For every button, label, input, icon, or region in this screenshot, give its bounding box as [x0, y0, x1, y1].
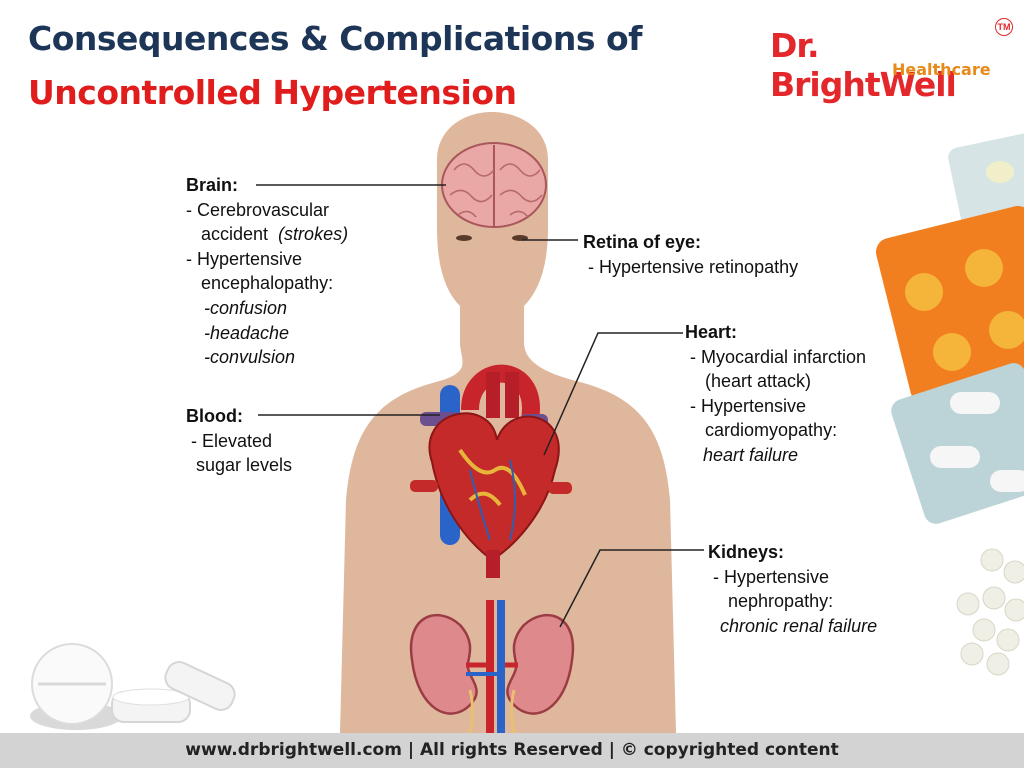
- logo-tagline: Healthcare: [892, 60, 991, 79]
- footer-bar: www.drbrightwell.com | All rights Reserv…: [0, 733, 1024, 768]
- tablets: [30, 643, 236, 730]
- pill-blister-packs: [875, 132, 1024, 524]
- trademark-icon: TM: [995, 18, 1013, 36]
- brain-heading: Brain:: [186, 175, 239, 195]
- left-eye-icon: [456, 235, 472, 241]
- brain-line-2-text: accident: [186, 224, 279, 245]
- heart-line-3: - Hypertensive: [685, 395, 807, 416]
- loose-pills: [956, 548, 1024, 676]
- brain-line-2: accident (strokes): [186, 222, 348, 247]
- brain-line-2-italic: (strokes): [278, 224, 349, 245]
- brain-line-3: - Hypertensive: [186, 248, 303, 269]
- retina-line-1: - Hypertensive retinopathy: [583, 256, 799, 277]
- brain-illustration: [441, 142, 547, 228]
- title-line-2: Uncontrolled Hypertension: [28, 73, 517, 112]
- kidneys-line-2: nephropathy:: [708, 591, 834, 612]
- brain-line-5: -confusion: [204, 297, 288, 318]
- heart-line-4: cardiomyopathy:: [685, 420, 838, 441]
- kidneys-line-3: chronic renal failure: [720, 615, 878, 636]
- kidneys-line-1: - Hypertensive: [708, 566, 830, 587]
- leader-lines: [256, 184, 704, 628]
- blood-heading: Blood:: [186, 406, 243, 426]
- heart-heading: Heart:: [685, 322, 738, 342]
- kidneys-illustration: [409, 600, 575, 734]
- heart-line-1: - Myocardial infarction: [685, 346, 867, 367]
- blood-label: Blood: - Elevated sugar levels: [186, 404, 292, 478]
- kidneys-label: Kidneys: - Hypertensive nephropathy: chr…: [708, 540, 877, 638]
- brain-line-4: encephalopathy:: [186, 273, 334, 294]
- brain-line-7: -convulsion: [204, 347, 296, 368]
- retina-label: Retina of eye: - Hypertensive retinopath…: [583, 230, 798, 279]
- heart-line-2: (heart attack): [685, 371, 812, 392]
- blood-line-1: - Elevated: [186, 430, 273, 451]
- logo-brand-text: Dr. BrightWell: [770, 26, 957, 104]
- brain-line-1: - Cerebrovascular: [186, 199, 330, 220]
- footer-text: www.drbrightwell.com | All rights Reserv…: [185, 740, 839, 760]
- title-line-1: Consequences & Complications of: [28, 19, 643, 58]
- retina-heading: Retina of eye:: [583, 232, 702, 252]
- heart-line-5: heart failure: [703, 444, 799, 465]
- brand-logo: Dr. BrightWell Healthcare TM: [770, 18, 1013, 104]
- kidneys-heading: Kidneys:: [708, 542, 785, 562]
- brain-line-6: -headache: [204, 322, 290, 343]
- heart-illustration: [410, 364, 572, 578]
- blood-line-2: sugar levels: [186, 455, 293, 476]
- brain-label: Brain: - Cerebrovascular accident (strok…: [186, 173, 348, 370]
- heart-label: Heart: - Myocardial infarction (heart at…: [685, 320, 866, 468]
